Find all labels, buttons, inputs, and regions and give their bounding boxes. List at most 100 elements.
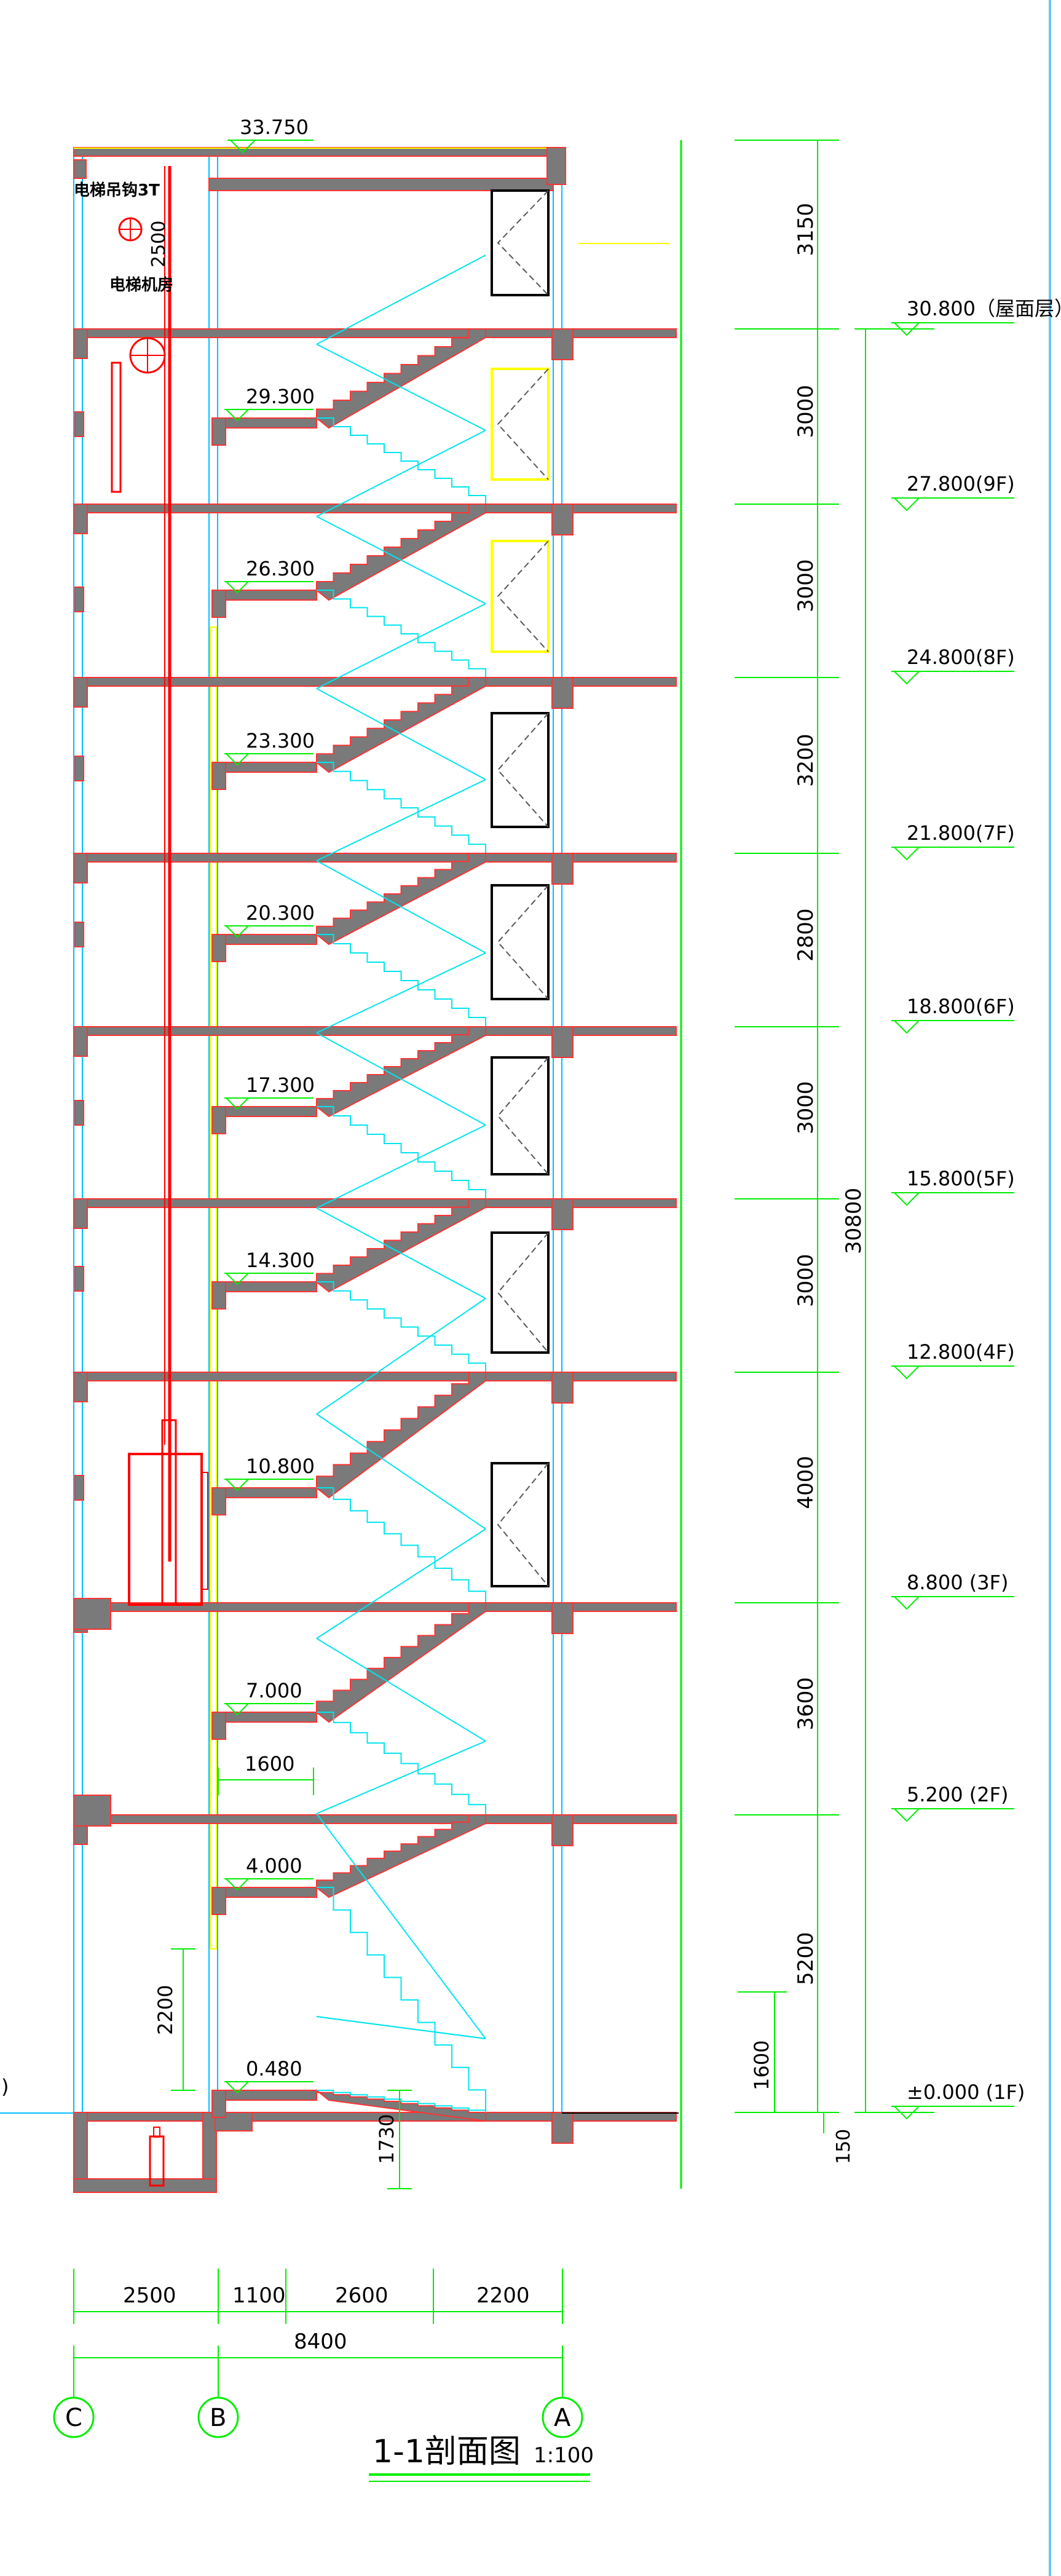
stair-flight-cut: [316, 1372, 486, 1499]
ground-left-line: [0, 2112, 74, 2114]
stair-flight-elevation: [317, 1281, 486, 1372]
landing-level-label: 29.300: [246, 385, 315, 408]
handrail-upper: [316, 1528, 486, 1639]
roof-parapet: [546, 147, 566, 185]
landing-level-label: 10.800: [246, 1455, 315, 1478]
handrail-upper: [316, 1298, 486, 1415]
segment-dim-label: 1100: [232, 2283, 286, 2308]
roof-yellow-ledge: [578, 243, 670, 244]
bottom-dim-label: 150: [833, 2129, 854, 2164]
landing-width-label: 1600: [245, 1752, 294, 1776]
floor-level-label: 27.800(9F): [907, 472, 1015, 496]
floor-level-triangle: [893, 1192, 921, 1206]
floor-beam-left: [73, 1372, 88, 1402]
shaft-wall-block: [74, 756, 84, 781]
floor-beam-right: [551, 677, 574, 709]
landing-slab: [211, 1106, 317, 1117]
floor-beam-right: [551, 1198, 574, 1230]
ground-right-line: [562, 2112, 679, 2114]
shaft-large-block: [73, 1598, 111, 1630]
axis-label: C: [65, 2404, 82, 2432]
floor-level-triangle: [893, 847, 921, 861]
landing-level-triangle: [224, 1878, 250, 1891]
drawing-title: 1-1剖面图 1:100: [369, 2433, 594, 2482]
right-dimension-chain: 3150300030003200280030003000400036005200…: [680, 140, 934, 2189]
storey-height-label: 3200: [794, 733, 818, 787]
landing-slab: [211, 762, 317, 773]
floor-level-label: 15.800(5F): [907, 1167, 1015, 1190]
handrail-lower: [316, 688, 486, 780]
floor-level-label: 24.800(8F): [907, 646, 1015, 669]
floor-level-label: ±0.000 (1F): [907, 2080, 1025, 2104]
landing-beam: [211, 934, 226, 962]
shaft-wall-block: [74, 1266, 84, 1292]
landing-beam: [211, 1487, 226, 1515]
landing-level-label: 17.300: [246, 1073, 315, 1097]
stair-flight-cut: [316, 1602, 486, 1723]
landing-level-triangle: [224, 1479, 250, 1491]
total-height-label: 30800: [842, 1188, 866, 1254]
landing-width-dimension: 1600: [218, 1752, 314, 1795]
axis-bubble: [197, 2396, 239, 2438]
landing-beam: [211, 1887, 226, 1915]
storey-height-label: 3000: [794, 1254, 818, 1307]
floor-level-triangle: [893, 1596, 921, 1610]
stair-flight-elevation: [317, 1487, 486, 1603]
stair-window: [491, 1056, 550, 1175]
floor-beam-right: [551, 853, 574, 885]
stair-flight-elevation: [317, 2090, 486, 2112]
landing-level-markers: 29.30026.30023.30020.30017.30014.30010.8…: [224, 385, 315, 2094]
window-swing-line: [497, 1057, 549, 1175]
landing-slab: [211, 1712, 317, 1723]
stair-flight-cut: [316, 677, 486, 773]
floor-slab: [73, 1814, 677, 1824]
handrail-upper: [316, 1740, 486, 1814]
landing-slab: [211, 1487, 317, 1498]
floor-level-triangle: [893, 1020, 921, 1034]
stair-flight-cut: [316, 504, 486, 601]
floor-beam-left: [73, 677, 88, 708]
handrail-upper: [316, 952, 486, 1033]
stair-window: [491, 884, 550, 1000]
shaft-wall-block: [74, 1100, 84, 1126]
handrail-lower: [316, 1207, 486, 1299]
stair-flight-elevation: [317, 934, 486, 1027]
stair-flight-cut: [316, 1026, 486, 1118]
small-dim-left-label: 1600: [750, 2041, 773, 2090]
hoist-height-label: 2500: [148, 221, 170, 267]
storey-height-label: 3000: [794, 1081, 818, 1134]
landing-level-label: 26.300: [246, 557, 315, 580]
axis-bubble: [53, 2396, 95, 2438]
handrail-lower: [316, 1813, 486, 2039]
handrail-upper: [316, 255, 486, 345]
handrail-lower: [316, 860, 486, 954]
shaft-wall-block: [74, 922, 84, 947]
landing-beam: [211, 2090, 226, 2118]
landing-level-label: 23.300: [246, 729, 315, 753]
shaft-large-block: [73, 1795, 111, 1827]
stair-window: [491, 368, 550, 481]
storey-height-label: 2800: [794, 908, 818, 962]
shaft-wall-block: [74, 1475, 84, 1501]
landing-level-triangle: [224, 753, 250, 766]
stair-flight-elevation: [317, 590, 486, 678]
pit-depth-label: 1730: [375, 2114, 398, 2164]
floor-level-label: 8.800 (3F): [907, 1571, 1009, 1594]
roof-top-slab: [73, 147, 566, 157]
window-swing-line: [497, 885, 549, 1000]
stair-flight-cut: [316, 328, 486, 429]
window-swing-line: [497, 190, 549, 296]
stair-flight-elevation: [317, 762, 486, 853]
handrail-upper: [316, 779, 486, 861]
pit-buffer-cap: [153, 2127, 160, 2138]
handrail-lower: [316, 516, 486, 604]
door-height-label: 2200: [154, 1985, 177, 2035]
handrail-lower: [316, 344, 486, 431]
floor-level-label: 5.200 (2F): [907, 1783, 1009, 1806]
handrail-upper: [316, 603, 486, 689]
stair-window: [491, 1462, 550, 1587]
floor-level-triangle: [893, 497, 921, 512]
stair-flight-elevation: [317, 1106, 486, 1199]
